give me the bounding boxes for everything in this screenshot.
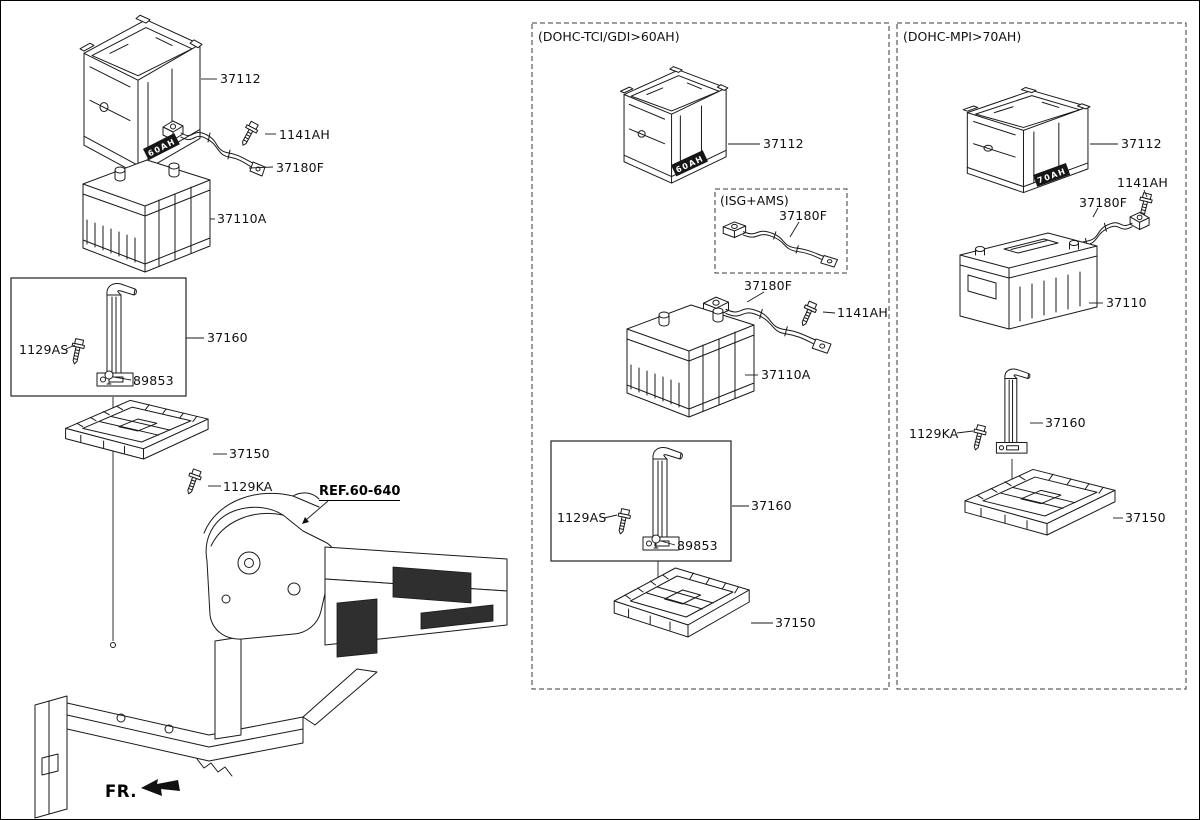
part-label-plug-left[interactable]: 89853 bbox=[133, 373, 174, 388]
cable-bolt-drawing-middle bbox=[796, 299, 819, 329]
ref-arrow bbox=[302, 501, 328, 524]
battery-drawing-middle bbox=[626, 304, 755, 418]
assembly-line-end bbox=[111, 643, 116, 648]
part-label-cable-bolt-right[interactable]: 1141AH bbox=[1117, 175, 1168, 190]
leader-lines bbox=[66, 79, 1147, 623]
tray-bolt-drawing-left bbox=[182, 467, 204, 497]
part-label-tray-right[interactable]: 37150 bbox=[1125, 510, 1166, 525]
part-label-battery-left[interactable]: 37110A bbox=[217, 211, 267, 226]
chassis-drawing bbox=[35, 493, 507, 818]
fr-direction-arrow-icon bbox=[141, 779, 180, 796]
bracket-drawing-right bbox=[995, 368, 1031, 454]
part-label-cable-bolt-middle[interactable]: 1141AH bbox=[837, 305, 888, 320]
isg-ams-title: (ISG+AMS) bbox=[720, 193, 789, 208]
part-label-cable-middle[interactable]: 37180F bbox=[744, 278, 793, 293]
isg-ams-box bbox=[714, 188, 848, 274]
bracket-drawing-middle bbox=[642, 446, 683, 551]
left-bracket-detail-box bbox=[10, 277, 187, 397]
part-label-bracket-right[interactable]: 37160 bbox=[1045, 415, 1086, 430]
part-label-battery-middle[interactable]: 37110A bbox=[761, 367, 811, 382]
part-label-cover-right[interactable]: 37112 bbox=[1121, 136, 1162, 151]
part-label-cover-left[interactable]: 37112 bbox=[220, 71, 261, 86]
tray-drawing-middle bbox=[613, 567, 750, 638]
part-label-cover-middle[interactable]: 37112 bbox=[763, 136, 804, 151]
bracket-bolt-drawing-right bbox=[969, 423, 988, 452]
part-label-cable-right[interactable]: 37180F bbox=[1079, 195, 1128, 210]
section-title-dohc-mpi: (DOHC-MPI>70AH) bbox=[903, 29, 1022, 44]
middle-variant-box bbox=[531, 22, 890, 690]
part-label-bracket-bolt-left[interactable]: 1129AS bbox=[19, 342, 69, 357]
battery-drawing-left bbox=[82, 159, 211, 273]
part-label-bracket-left[interactable]: 37160 bbox=[207, 330, 248, 345]
battery-cover-drawing-left bbox=[79, 14, 203, 175]
part-label-bracket-bolt-right[interactable]: 1129KA bbox=[909, 426, 959, 441]
part-label-tray-middle[interactable]: 37150 bbox=[775, 615, 816, 630]
battery-cover-drawing-right bbox=[962, 86, 1091, 194]
middle-bracket-detail-box bbox=[550, 440, 732, 562]
part-label-plug-middle[interactable]: 89853 bbox=[677, 538, 718, 553]
part-label-tray-bolt-left[interactable]: 1129KA bbox=[223, 479, 273, 494]
tray-drawing-right bbox=[964, 468, 1116, 536]
right-variant-box bbox=[896, 22, 1187, 690]
bracket-bolt-drawing-left bbox=[68, 337, 87, 366]
part-label-battery-right[interactable]: 37110 bbox=[1106, 295, 1147, 310]
bracket-drawing-left bbox=[96, 282, 137, 387]
part-label-tray-left[interactable]: 37150 bbox=[229, 446, 270, 461]
cable-bolt-drawing-left bbox=[237, 119, 261, 149]
part-label-cable-left[interactable]: 37180F bbox=[276, 160, 325, 175]
ref-60-640-link[interactable]: REF.60-640 bbox=[319, 484, 401, 501]
part-label-bracket-middle[interactable]: 37160 bbox=[751, 498, 792, 513]
bracket-bolt-drawing-middle bbox=[614, 507, 633, 536]
part-label-isg-cable-middle[interactable]: 37180F bbox=[779, 208, 828, 223]
isg-cable-drawing-middle bbox=[722, 221, 839, 268]
fr-direction-label: FR. bbox=[105, 782, 138, 801]
part-label-cable-bolt-left[interactable]: 1141AH bbox=[279, 127, 330, 142]
tray-drawing-left bbox=[65, 399, 209, 460]
section-title-dohc-tci: (DOHC-TCI/GDI>60AH) bbox=[538, 29, 680, 44]
part-label-bracket-bolt-middle[interactable]: 1129AS bbox=[557, 510, 607, 525]
battery-drawing-right bbox=[959, 232, 1098, 330]
